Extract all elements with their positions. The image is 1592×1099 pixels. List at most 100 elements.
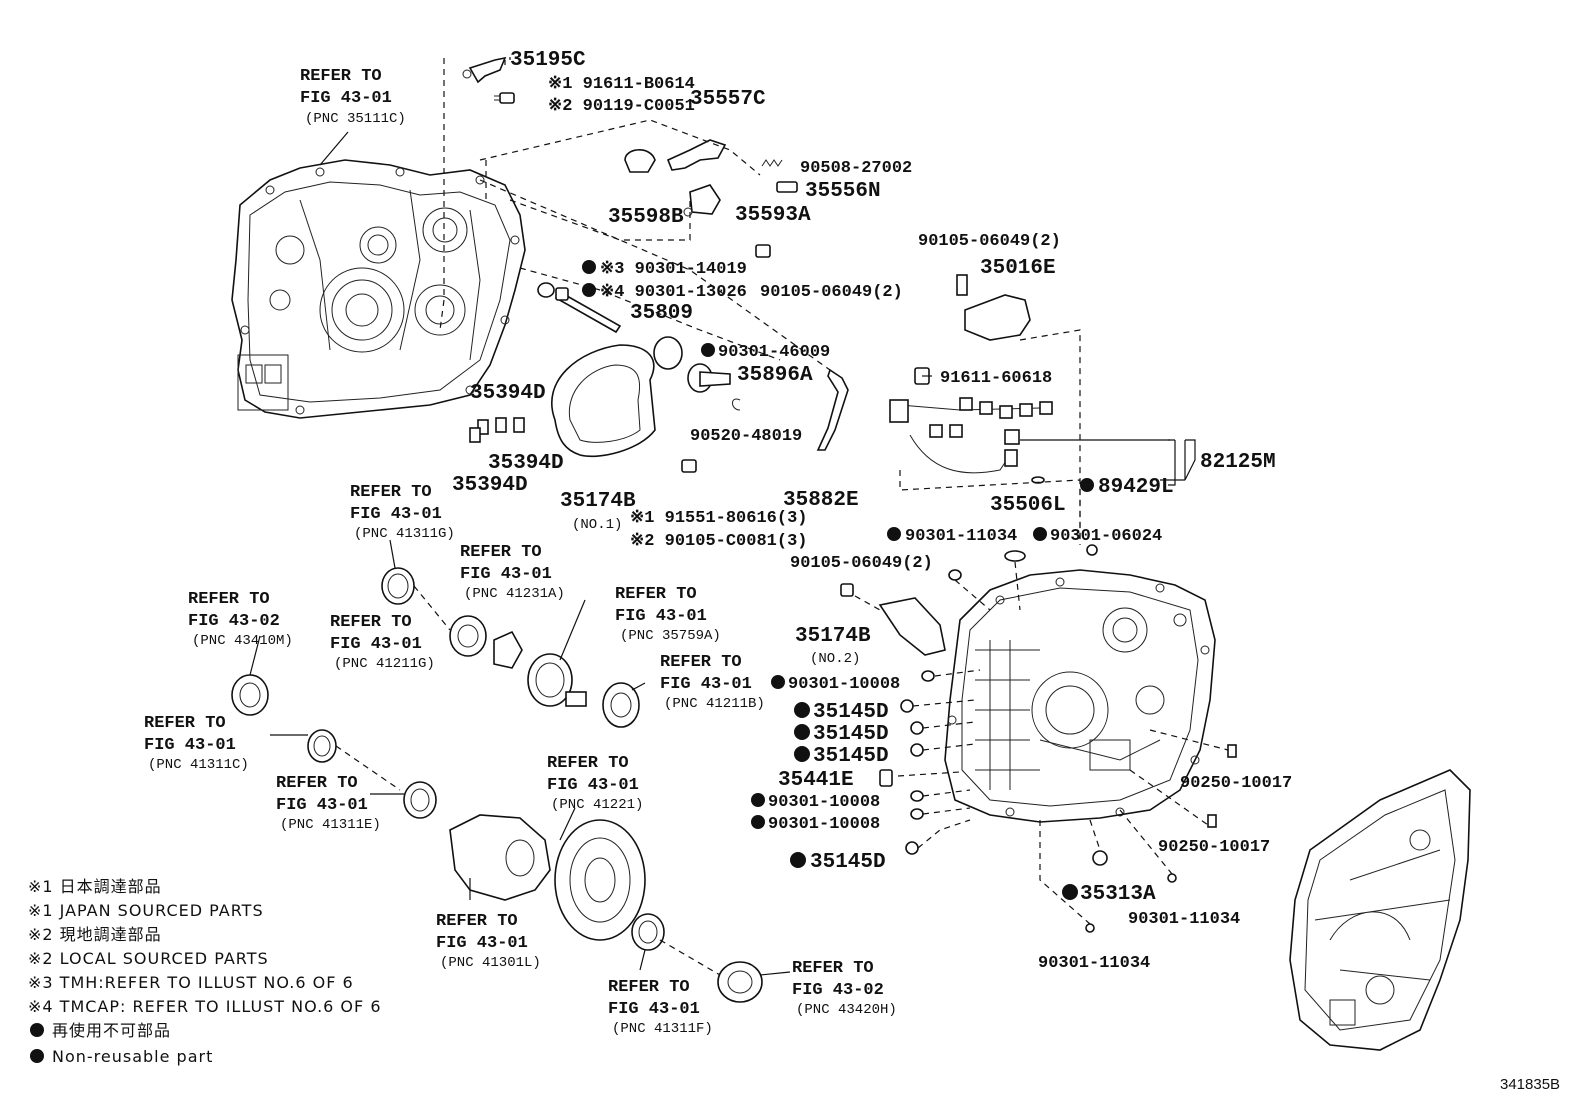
label-35313A: 35313A [1080,883,1156,906]
svg-text:FIG 43-01: FIG 43-01 [330,635,422,654]
legend-nonreusable-en: Non-reusable part [52,1047,213,1066]
svg-text:FIG 43-02: FIG 43-02 [188,612,280,631]
svg-text:REFER TO: REFER TO [350,483,432,502]
svg-text:FIG 43-01: FIG 43-01 [460,565,552,584]
label-35557C: 35557C [690,88,766,111]
svg-text:FIG 43-01: FIG 43-01 [436,934,528,953]
label-35174B-no1: 35174B [560,490,636,513]
nonreusable-mark [582,260,596,274]
svg-text:FIG 43-01: FIG 43-01 [660,675,752,694]
svg-text:(PNC 41311G): (PNC 41311G) [354,526,455,542]
svg-text:REFER TO: REFER TO [276,774,358,793]
label-35145D: 35145D [813,701,889,724]
legend-note-2-en: ※2 LOCAL SOURCED PARTS [28,949,269,968]
svg-text:FIG 43-01: FIG 43-01 [300,89,392,108]
label-90301-11034: 90301-11034 [1128,910,1240,929]
label-35809: 35809 [630,302,693,325]
label-91611-B0614: ※1 91611-B0614 [548,75,695,94]
svg-text:REFER TO: REFER TO [615,585,697,604]
nonreusable-mark [1033,527,1047,541]
nonreusable-mark [887,527,901,541]
legend-nonreusable-jp: 再使用不可部品 [52,1021,171,1040]
label-90119-C0051: ※2 90119-C0051 [548,97,695,116]
label-35195C: 35195C [510,49,586,72]
nonreusable-mark [794,746,810,762]
label-35145D: 35145D [813,745,889,768]
nonreusable-mark [771,675,785,689]
svg-text:FIG 43-02: FIG 43-02 [792,981,884,1000]
refer-to-41311G: REFER TO FIG 43-01 (PNC 41311G) [350,483,455,542]
label-90105-06049: 90105-06049(2) [918,232,1061,251]
label-90301-06024: 90301-06024 [1050,527,1162,546]
nonreusable-mark [794,702,810,718]
refer-to-41301L: REFER TO FIG 43-01 (PNC 41301L) [436,912,541,971]
label-90508-27002: 90508-27002 [800,159,912,178]
svg-text:FIG 43-01: FIG 43-01 [144,736,236,755]
svg-text:REFER TO: REFER TO [547,754,629,773]
nonreusable-mark [794,724,810,740]
svg-text:(PNC 41311C): (PNC 41311C) [148,757,249,773]
part-labels: 35195C ※1 91611-B0614 ※2 90119-C0051 355… [452,49,1292,973]
svg-text:(PNC 41231A): (PNC 41231A) [464,586,565,602]
label-35556N: 35556N [805,180,881,203]
label-90301-10008: 90301-10008 [788,675,900,694]
nonreusable-mark [701,343,715,357]
svg-text:REFER TO: REFER TO [330,613,412,632]
refer-to-35759A: REFER TO FIG 43-01 (PNC 35759A) [615,585,721,644]
label-35394D: 35394D [470,382,546,405]
legend-note-1-jp: ※1 日本調達部品 [28,877,162,896]
label-35145D: 35145D [810,851,886,874]
refer-to-35111C: REFER TO FIG 43-01 (PNC 35111C) [300,67,406,127]
illustration-code: 341835B [1500,1076,1560,1093]
legend-note-3: ※3 TMH:REFER TO ILLUST NO.6 OF 6 [28,973,354,992]
svg-text:REFER TO: REFER TO [792,959,874,978]
label-82125M: 82125M [1200,451,1276,474]
nonreusable-mark [751,815,765,829]
label-90301-14019: ※3 90301-14019 [600,260,747,279]
refer-to-43410M: REFER TO FIG 43-02 (PNC 43410M) [188,590,293,649]
label-90301-46009: 90301-46009 [718,343,830,362]
label-90250-10017: 90250-10017 [1180,774,1292,793]
svg-text:(PNC 41311E): (PNC 41311E) [280,817,381,833]
label-90301-10008: 90301-10008 [768,793,880,812]
svg-text:FIG 43-01: FIG 43-01 [276,796,368,815]
label-90105-06049: 90105-06049(2) [790,554,933,573]
refer-to-41311E: REFER TO FIG 43-01 (PNC 41311E) [276,774,381,833]
label-35598B: 35598B [608,206,684,229]
transaxle-housing-left [231,159,526,419]
svg-text:REFER TO: REFER TO [660,653,742,672]
refer-to-41221: REFER TO FIG 43-01 (PNC 41221) [547,754,643,813]
refer-to-43420H: REFER TO FIG 43-02 (PNC 43420H) [792,959,897,1018]
label-90105-C0081: ※2 90105-C0081(3) [630,532,807,551]
refer-to-41231A: REFER TO FIG 43-01 (PNC 41231A) [460,543,565,602]
label-91611-60618: 91611-60618 [940,369,1052,388]
svg-text:(PNC 35759A): (PNC 35759A) [620,628,721,644]
label-91551-80616: ※1 91551-80616(3) [630,509,807,528]
svg-text:REFER TO: REFER TO [460,543,542,562]
svg-text:(PNC 41211B): (PNC 41211B) [664,696,765,712]
svg-text:(PNC 43410M): (PNC 43410M) [192,633,293,649]
legend-note-1-en: ※1 JAPAN SOURCED PARTS [28,901,264,920]
label-89429L: 89429L [1098,476,1174,499]
svg-text:REFER TO: REFER TO [300,67,382,86]
label-35174B-no2-sub: (NO.2) [810,651,860,667]
legend-note-2-jp: ※2 現地調達部品 [28,925,162,944]
nonreusable-mark [1062,884,1078,900]
label-35145D: 35145D [813,723,889,746]
label-90301-10008: 90301-10008 [768,815,880,834]
nonreusable-legend-mark [30,1023,44,1037]
label-35174B-no1-sub: (NO.1) [572,517,622,533]
label-35394D: 35394D [488,452,564,475]
label-35896A: 35896A [737,364,813,387]
svg-text:(PNC 41301L): (PNC 41301L) [440,955,541,971]
label-35506L: 35506L [990,494,1066,517]
nonreusable-mark [790,852,806,868]
svg-text:(PNC 41211G): (PNC 41211G) [334,656,435,672]
svg-text:FIG 43-01: FIG 43-01 [608,1000,700,1019]
svg-text:REFER TO: REFER TO [608,978,690,997]
svg-text:(PNC 41311F): (PNC 41311F) [612,1021,713,1037]
legend-note-4: ※4 TMCAP: REFER TO ILLUST NO.6 OF 6 [28,997,382,1016]
label-90520-48019: 90520-48019 [690,427,802,446]
